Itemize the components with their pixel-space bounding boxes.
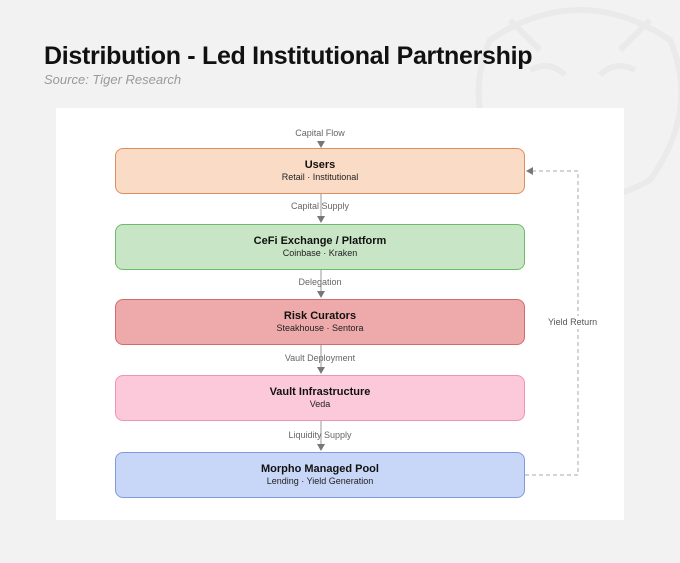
source-caption: Source: Tiger Research: [44, 72, 182, 87]
node-cefi-name: CeFi Exchange / Platform: [253, 235, 387, 247]
diagram-panel: Capital Flow Users Retail · Institutiona…: [56, 108, 624, 520]
node-risk-curators: Risk Curators Steakhouse · Sentora: [115, 299, 525, 345]
node-curators-sub: Steakhouse · Sentora: [276, 323, 364, 333]
node-vault-name: Vault Infrastructure: [269, 386, 371, 398]
node-users-sub: Retail · Institutional: [281, 172, 359, 182]
node-curators-name: Risk Curators: [283, 310, 357, 322]
yield-return-label: Yield Return: [548, 316, 608, 329]
edge-label-capital-supply: Capital Supply: [290, 201, 350, 211]
edge-label-liquidity-supply: Liquidity Supply: [288, 430, 352, 440]
node-users: Users Retail · Institutional: [115, 148, 525, 194]
node-pool-sub: Lending · Yield Generation: [266, 476, 374, 486]
page-title: Distribution - Led Institutional Partner…: [44, 42, 533, 70]
node-vault-infrastructure: Vault Infrastructure Veda: [115, 375, 525, 421]
node-users-name: Users: [304, 159, 336, 171]
capital-flow-label: Capital Flow: [295, 128, 345, 138]
node-pool-name: Morpho Managed Pool: [261, 463, 379, 475]
edge-label-vault-deployment: Vault Deployment: [284, 353, 356, 363]
node-cefi-sub: Coinbase · Kraken: [282, 248, 358, 258]
node-cefi-exchange: CeFi Exchange / Platform Coinbase · Krak…: [115, 224, 525, 270]
edge-label-delegation: Delegation: [298, 277, 342, 287]
node-morpho-pool: Morpho Managed Pool Lending · Yield Gene…: [115, 452, 525, 498]
node-vault-sub: Veda: [309, 399, 331, 409]
